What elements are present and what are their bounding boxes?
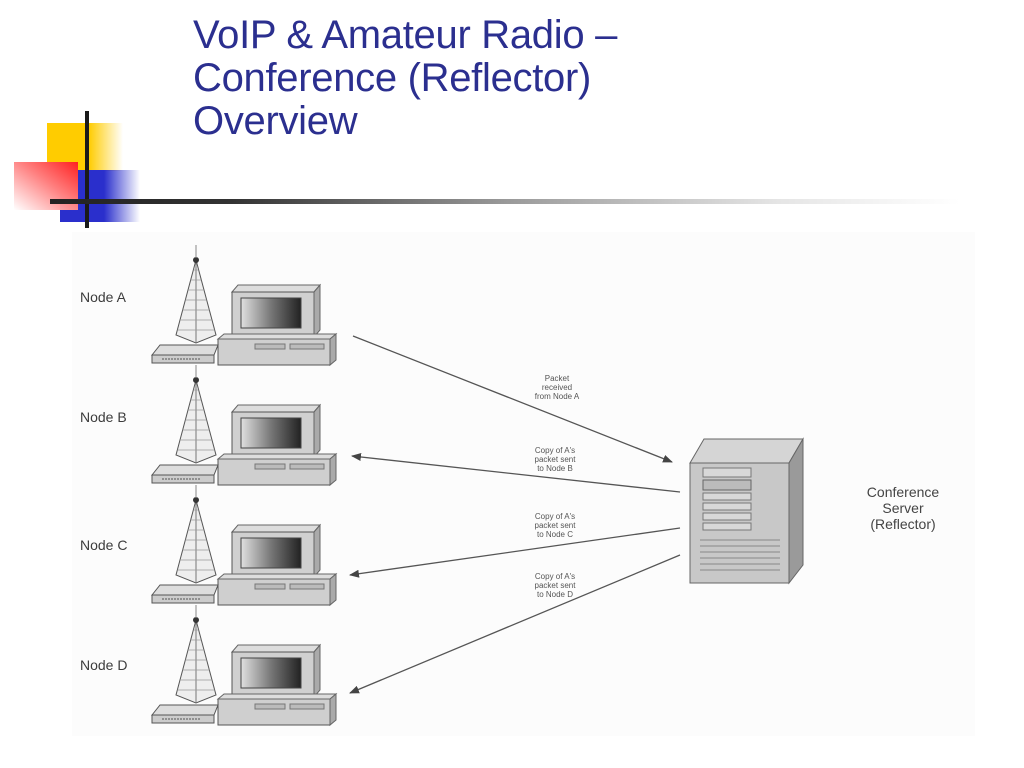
- computer-icon: [216, 643, 338, 727]
- modem-icon: [150, 464, 219, 484]
- flow-label-line: to Node B: [537, 464, 573, 473]
- flow-label-line: to Node D: [536, 590, 574, 599]
- arrow-server-to-b: [351, 453, 681, 493]
- decor-vertical-line: [85, 111, 89, 228]
- flow-label-line: packet sent: [534, 455, 576, 464]
- arrow-server-to-d: [349, 554, 681, 694]
- node-label-a: Node A: [80, 289, 126, 305]
- radio-tower-icon: [175, 605, 217, 704]
- computer-icon: [216, 283, 338, 367]
- modem-icon: [150, 704, 219, 724]
- server-label-line-3: (Reflector): [870, 516, 936, 532]
- flow-label-line: Copy of A's: [534, 572, 576, 581]
- flow-label-line: packet sent: [534, 581, 576, 590]
- arrow-server-to-c: [349, 527, 681, 578]
- node-c-station: [150, 485, 338, 607]
- server-label-line-2: Server: [882, 500, 924, 516]
- title-underline: [50, 199, 960, 204]
- radio-tower-icon: [175, 365, 217, 464]
- title-line-2: Conference (Reflector): [193, 56, 592, 100]
- flow-label-line: received: [541, 383, 573, 392]
- title-decoration: [0, 0, 200, 240]
- title-line-1: VoIP & Amateur Radio –: [193, 13, 618, 57]
- flow-label-line: from Node A: [534, 392, 580, 401]
- server-label-line-1: Conference: [866, 484, 940, 500]
- node-label-c: Node C: [80, 537, 128, 553]
- flow-label-line: Copy of A's: [534, 512, 576, 521]
- flow-label-line: to Node C: [536, 530, 574, 539]
- title-line-3: Overview: [193, 99, 358, 143]
- server-label: Conference Server (Reflector): [838, 484, 968, 532]
- radio-tower-icon: [175, 485, 217, 584]
- computer-icon: [216, 403, 338, 487]
- node-d-station: [150, 605, 338, 727]
- node-label-b: Node B: [80, 409, 127, 425]
- modem-icon: [150, 344, 219, 364]
- modem-icon: [150, 584, 219, 604]
- node-a-station: [150, 245, 338, 367]
- node-label-d: Node D: [80, 657, 128, 673]
- flow-label-line: packet sent: [534, 521, 576, 530]
- slide-title: VoIP & Amateur Radio – Conference (Refle…: [193, 14, 617, 143]
- flow-label-line: Packet: [544, 374, 570, 383]
- radio-tower-icon: [175, 245, 217, 344]
- node-b-station: [150, 365, 338, 487]
- flow-label-line: Copy of A's: [534, 446, 576, 455]
- conference-server-icon: [689, 437, 804, 585]
- arrow-a-to-server: [352, 335, 673, 463]
- computer-icon: [216, 523, 338, 607]
